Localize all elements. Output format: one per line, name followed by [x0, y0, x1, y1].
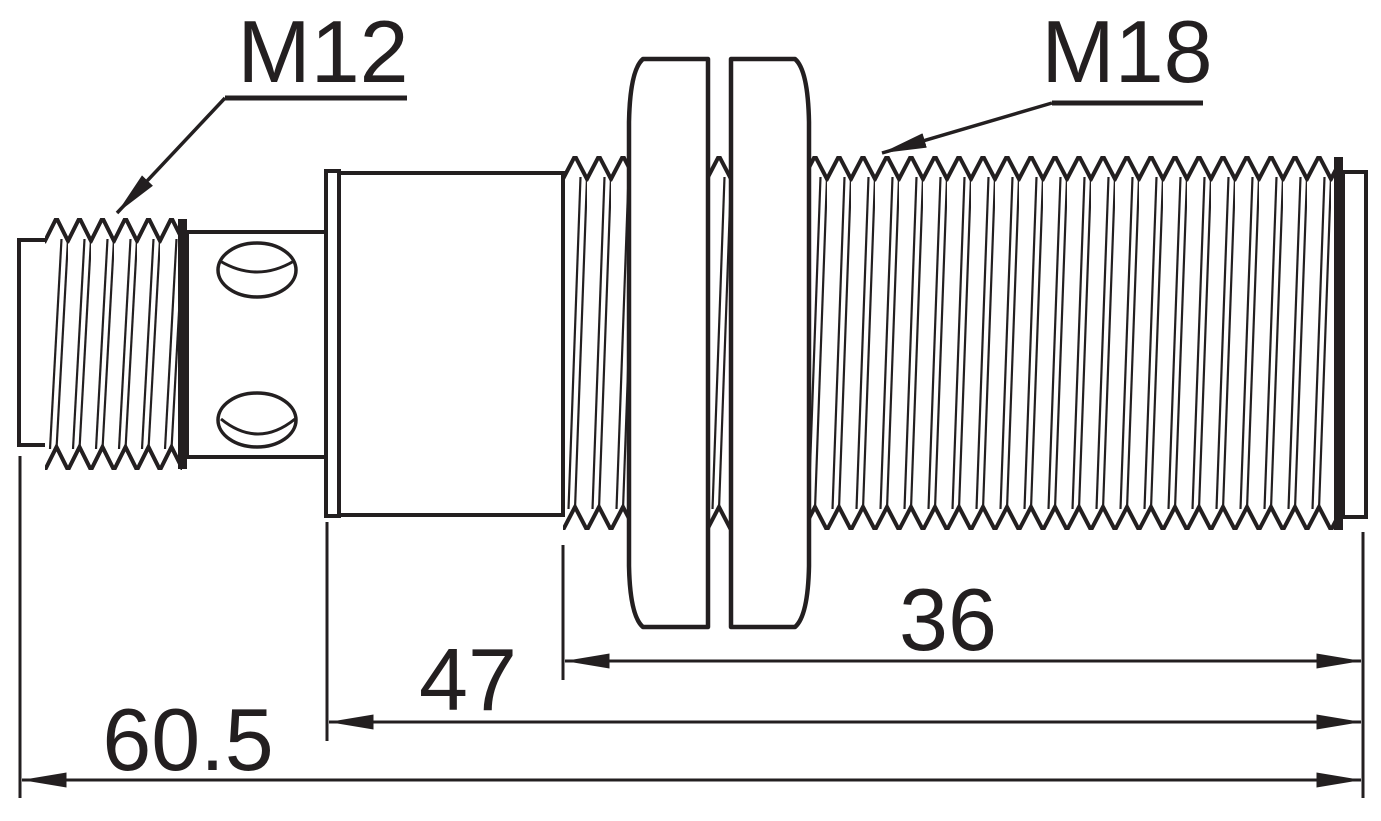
m18-callout-leader	[881, 100, 1203, 155]
connector-window-upper	[216, 241, 298, 299]
m12-callout-leader	[115, 95, 407, 215]
connector-body	[185, 230, 329, 459]
callout-label-m12: M12	[237, 2, 408, 101]
rear-housing	[337, 171, 565, 517]
dimension-value-47: 47	[419, 630, 517, 729]
connector-window-lower-arc	[220, 417, 296, 436]
dimension-value-36: 36	[899, 570, 997, 669]
lock-nut-right	[728, 56, 812, 630]
extension-lines	[18, 456, 1365, 798]
sensing-face-cap	[1341, 170, 1368, 519]
connector-window-lower	[216, 391, 298, 449]
connector-nose	[17, 238, 45, 447]
m18-thread-runout	[1334, 157, 1343, 530]
connector-window-upper-arc	[219, 259, 295, 274]
lock-nut-left	[626, 56, 711, 630]
m18-leader-arrow	[881, 101, 1053, 155]
m12-thread-runout	[178, 219, 187, 469]
m12-leader-arrow	[115, 96, 227, 215]
dimension-value-60-5: 60.5	[102, 690, 273, 789]
callout-label-m18: M18	[1041, 2, 1212, 101]
m12-thread-section	[45, 218, 182, 470]
